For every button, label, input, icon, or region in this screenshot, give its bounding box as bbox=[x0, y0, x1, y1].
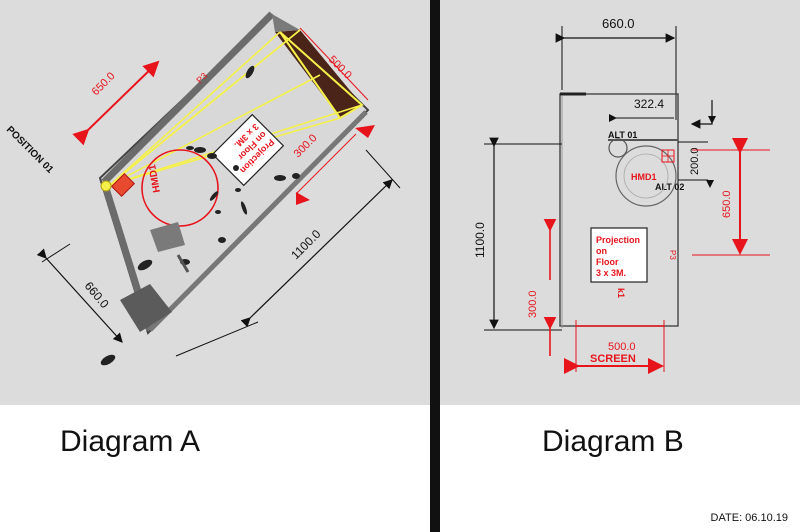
dim-650-arrow bbox=[72, 60, 160, 146]
projector-unit bbox=[110, 172, 136, 198]
dim-650-label: 650.0 bbox=[90, 70, 118, 98]
dim-1100-label: 1100.0 bbox=[473, 222, 487, 258]
hmd-zone bbox=[615, 145, 677, 207]
side-block-lower bbox=[120, 284, 172, 332]
dim-650-label: 650.0 bbox=[721, 190, 733, 218]
hmd-label: HMD1 bbox=[631, 172, 657, 182]
dim-660-label: 660.0 bbox=[82, 279, 112, 311]
room-wall-left bbox=[101, 11, 275, 185]
dim-1100-arrow bbox=[240, 179, 393, 328]
alt02-label: ALT 02 bbox=[655, 182, 684, 192]
dim-322-label: 322.4 bbox=[634, 97, 664, 111]
alt01-marker bbox=[608, 138, 628, 158]
dim-500-label: 500.0 bbox=[608, 341, 636, 353]
dim-1100-label: 1100.0 bbox=[288, 227, 323, 262]
projection-line-3: Floor bbox=[596, 257, 619, 267]
alt01-label: ALT 01 bbox=[608, 130, 637, 140]
screen-wall bbox=[275, 30, 362, 118]
k1-label: k1 bbox=[616, 288, 626, 298]
projection-line-2: on bbox=[596, 246, 607, 256]
caption-diagram-a: Diagram A bbox=[60, 425, 201, 458]
position-label: POSITION 01 bbox=[4, 124, 56, 176]
diagram-a-panel: HMD1 Projection on Floor 3 x 3M. bbox=[0, 0, 430, 405]
dim-500-guide bbox=[299, 27, 369, 101]
diagram-b-drawing: 660.0 322.4 ALT 01 ALT 02 200.0 HMD1 650… bbox=[473, 16, 770, 374]
dim-660-arrow bbox=[36, 248, 123, 343]
date-stamp: DATE: 06.10.19 bbox=[710, 512, 788, 524]
panel-divider bbox=[430, 0, 440, 532]
projection-area bbox=[590, 227, 648, 283]
caption-diagram-b: Diagram B bbox=[542, 425, 684, 458]
diagram-b-panel: 660.0 322.4 ALT 01 ALT 02 200.0 HMD1 650… bbox=[440, 0, 800, 405]
side-block-upper bbox=[150, 222, 185, 252]
dim-300-label: 300.0 bbox=[527, 290, 539, 318]
hmd-label: HMD1 bbox=[147, 163, 163, 193]
projection-area: Projection on Floor 3 x 3M. bbox=[211, 113, 285, 187]
projection-line-4: 3 x 3M. bbox=[596, 268, 626, 278]
dim-660-label: 660.0 bbox=[602, 16, 635, 31]
hmd-zone bbox=[141, 149, 219, 227]
diagram-a-drawing: HMD1 Projection on Floor 3 x 3M. bbox=[4, 11, 401, 366]
dim-200-label: 200.0 bbox=[689, 147, 701, 175]
projection-line-1: Projection bbox=[596, 235, 640, 245]
screen-label: SCREEN bbox=[590, 353, 636, 365]
p3-label: P3 bbox=[668, 250, 677, 260]
